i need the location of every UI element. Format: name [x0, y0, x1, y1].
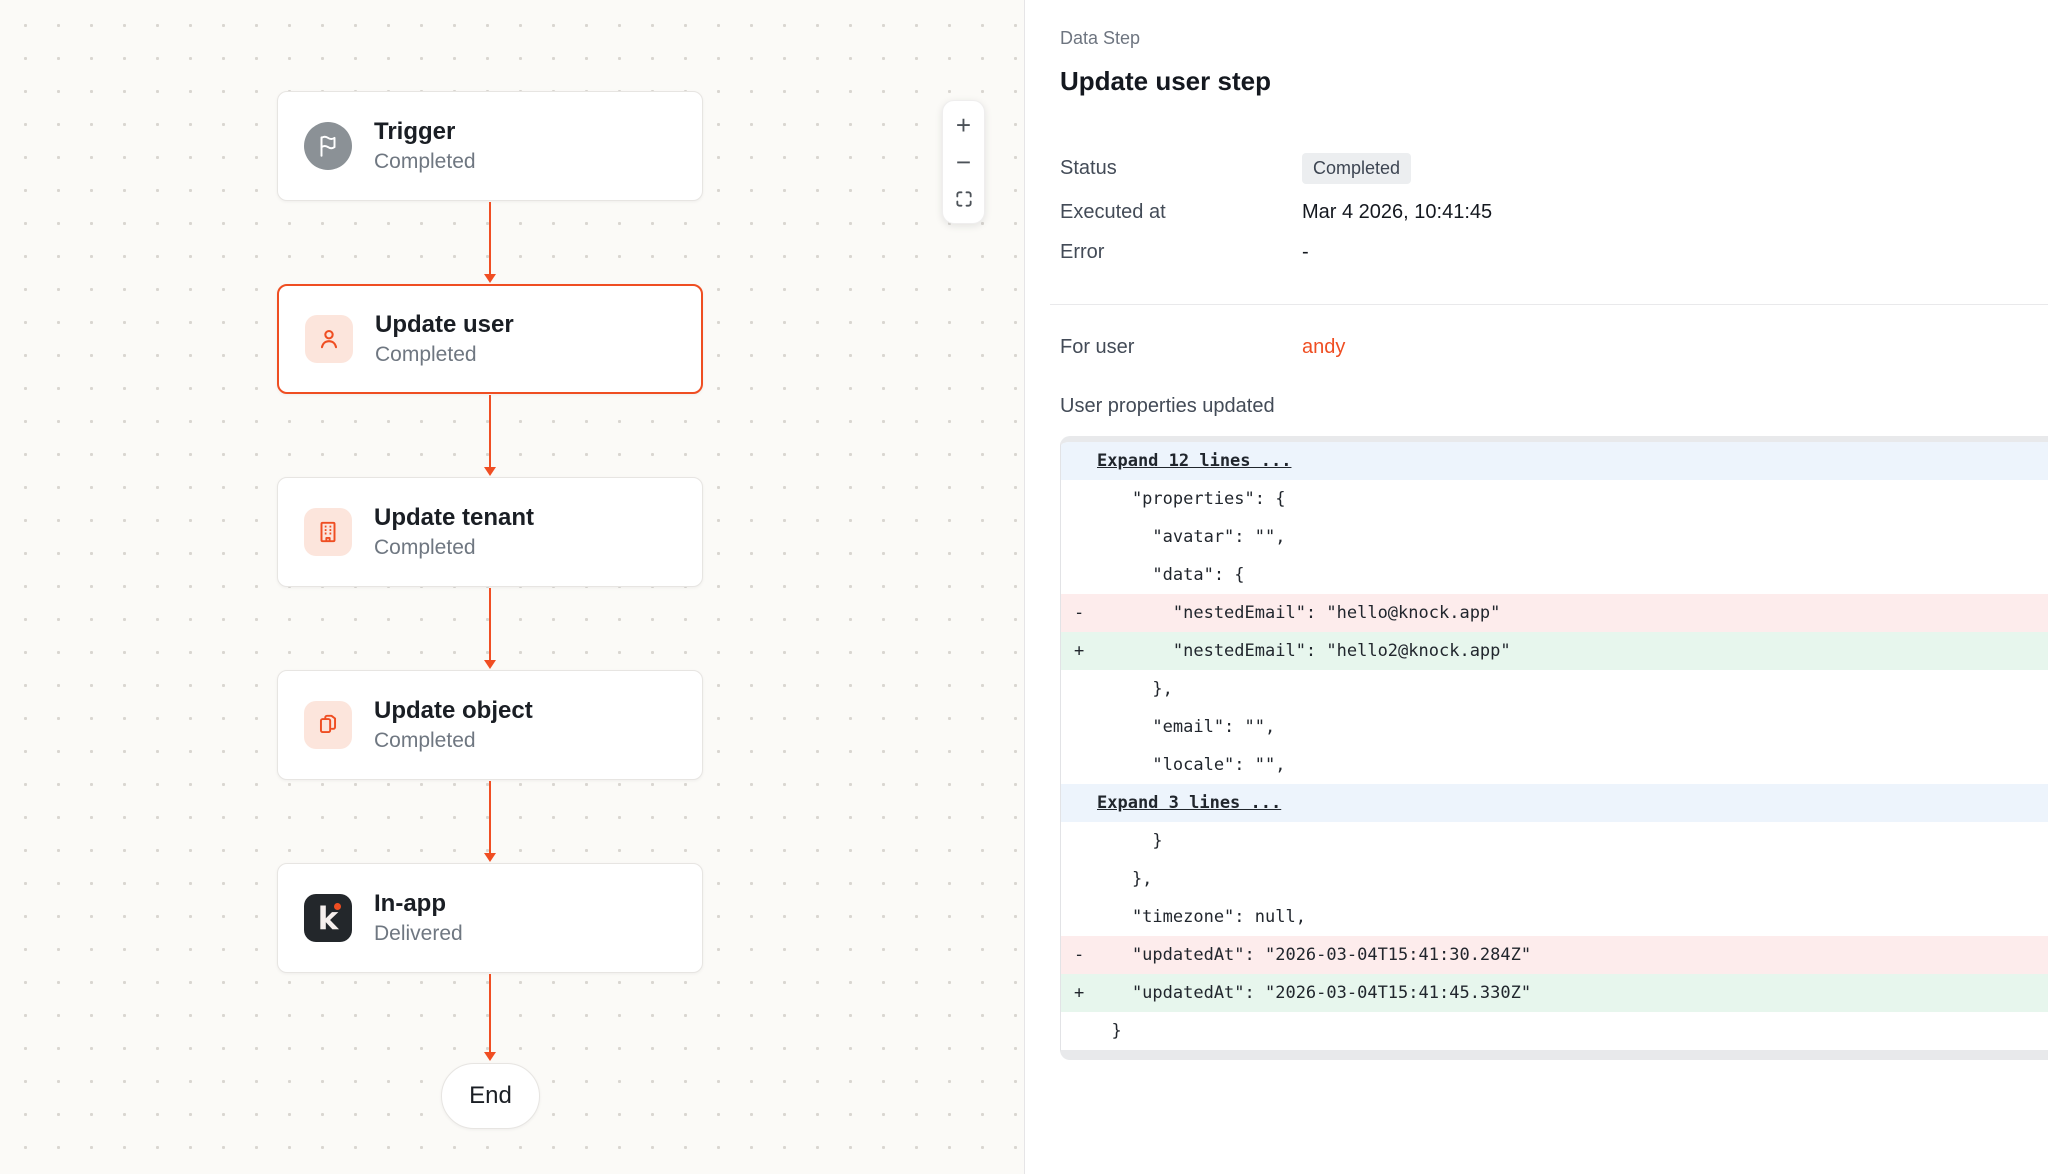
diff-context-line: "properties": {: [1091, 489, 1286, 509]
step-meta-fields: Status Completed Executed at Mar 4 2026,…: [1060, 153, 2048, 264]
diff-context-line: }: [1091, 1021, 1122, 1041]
node-end[interactable]: End: [441, 1063, 540, 1129]
page-title: Update user step: [1060, 66, 1271, 96]
diff-context-line: "data": {: [1091, 565, 1245, 585]
fit-view-button[interactable]: [943, 180, 984, 217]
executed-at-value: Mar 4 2026, 10:41:45: [1302, 201, 1493, 223]
status-badge: Completed: [1302, 153, 1412, 184]
diff-minus-marker: -: [1074, 603, 1085, 623]
workflow-canvas[interactable]: Trigger Completed Update user Completed: [0, 0, 1025, 1174]
copy-icon: [304, 701, 352, 749]
node-update-tenant[interactable]: Update tenant Completed: [277, 477, 703, 587]
node-status: Completed: [374, 536, 476, 559]
node-status: Completed: [374, 729, 476, 752]
expand-lines-link[interactable]: Expand 12 lines ...: [1097, 451, 1292, 471]
node-title: In-app: [374, 890, 446, 917]
step-detail-panel: Data Step Update user step Status Comple…: [1025, 0, 2048, 1174]
user-link[interactable]: andy: [1302, 336, 1346, 358]
diff-added-line: + "nestedEmail": "hello2@knock.app": [1061, 632, 2048, 670]
zoom-in-button[interactable]: +: [943, 107, 984, 144]
diff-expand-row: Expand 3 lines ...: [1061, 784, 2048, 822]
diff-context-line: "email": "",: [1091, 717, 1276, 737]
diff-removed-line: - "nestedEmail": "hello@knock.app": [1061, 594, 2048, 632]
diff-context-line: "timezone": null,: [1091, 907, 1306, 927]
diff-added-line: + "updatedAt": "2026-03-04T15:41:45.330Z…: [1061, 974, 2048, 1012]
diff-context-line: "locale": "",: [1091, 755, 1286, 775]
node-status: Completed: [374, 150, 476, 173]
status-label: Status: [1060, 157, 1117, 179]
executed-at-label: Executed at: [1060, 201, 1166, 223]
diff-plus-marker: +: [1074, 641, 1085, 661]
fit-view-icon: [955, 191, 972, 207]
for-user-label: For user: [1060, 336, 1135, 358]
edge-arrow: [484, 588, 496, 669]
error-label: Error: [1060, 241, 1105, 263]
node-title: Update object: [374, 697, 533, 724]
node-title: Update tenant: [374, 504, 535, 531]
properties-diff-viewer: Expand 12 lines ... "properties": { "ava…: [1060, 436, 2048, 1060]
node-title: Trigger: [374, 118, 456, 145]
step-type-label: Data Step: [1060, 28, 1141, 48]
knock-logo-icon: k: [304, 894, 352, 942]
node-title: Update user: [375, 311, 514, 338]
edge-arrow: [484, 974, 496, 1061]
for-user-row: For user andy: [1060, 336, 2048, 359]
diff-context-line: },: [1091, 679, 1173, 699]
diff-plus-marker: +: [1074, 983, 1085, 1003]
properties-updated-heading: User properties updated: [1060, 395, 1275, 417]
diff-removed-line: - "updatedAt": "2026-03-04T15:41:30.284Z…: [1061, 936, 2048, 974]
knock-logo-dot: [334, 903, 341, 910]
end-label: End: [469, 1082, 512, 1109]
node-update-object[interactable]: Update object Completed: [277, 670, 703, 780]
user-icon: [305, 315, 353, 363]
expand-lines-link[interactable]: Expand 3 lines ...: [1097, 793, 1282, 813]
node-status: Delivered: [374, 922, 463, 945]
edge-arrow: [484, 781, 496, 862]
node-status: Completed: [375, 343, 477, 366]
diff-context-line: },: [1091, 869, 1153, 889]
flag-icon: [304, 122, 352, 170]
edge-arrow: [484, 395, 496, 476]
canvas-zoom-controls: + −: [942, 100, 985, 224]
zoom-out-button[interactable]: −: [943, 144, 984, 181]
error-value: -: [1302, 241, 1309, 263]
node-in-app[interactable]: k In-app Delivered: [277, 863, 703, 973]
diff-expand-row: Expand 12 lines ...: [1061, 442, 2048, 480]
diff-context-line: }: [1091, 831, 1163, 851]
node-update-user[interactable]: Update user Completed: [277, 284, 703, 394]
node-trigger[interactable]: Trigger Completed: [277, 91, 703, 201]
diff-minus-marker: -: [1074, 945, 1085, 965]
building-icon: [304, 508, 352, 556]
edge-arrow: [484, 202, 496, 283]
section-divider: [1050, 304, 2048, 305]
diff-context-line: "avatar": "",: [1091, 527, 1286, 547]
